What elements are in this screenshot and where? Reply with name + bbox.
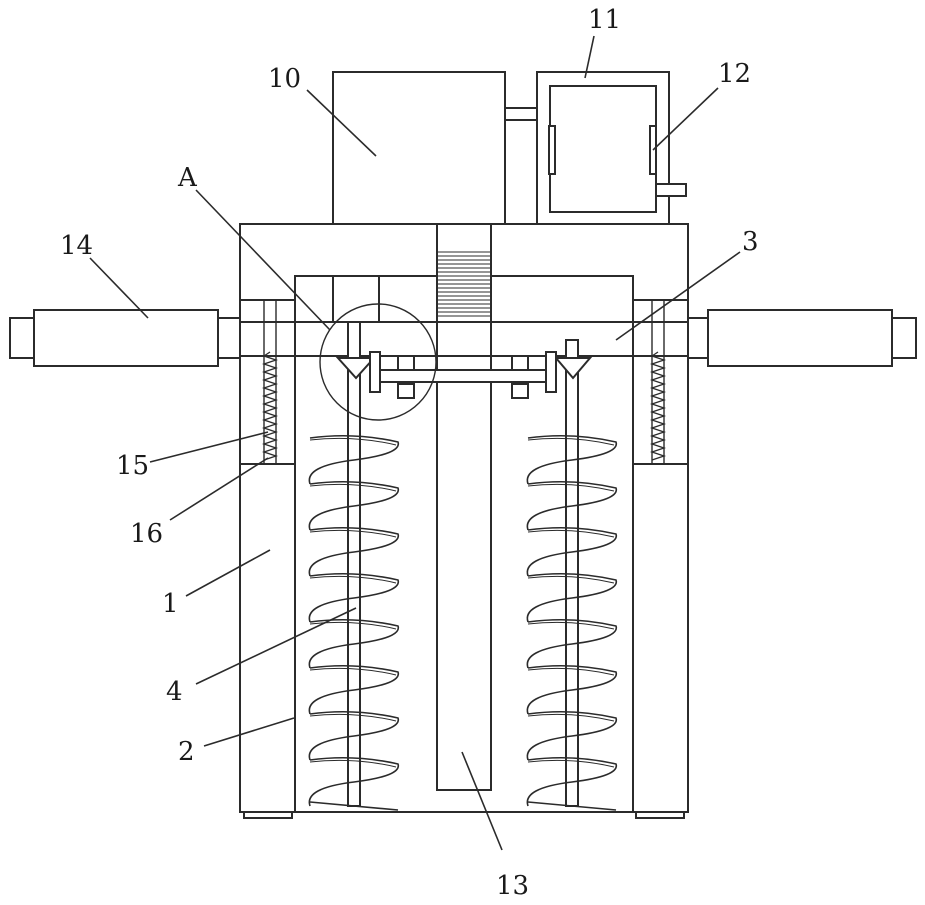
label-10: 10 bbox=[268, 64, 301, 94]
side-knob bbox=[656, 184, 686, 196]
inner-box bbox=[550, 86, 656, 212]
label-4: 4 bbox=[166, 677, 183, 707]
right-gear-disc bbox=[546, 352, 556, 392]
left-slot bbox=[549, 126, 555, 174]
label-12: 12 bbox=[718, 59, 751, 89]
label-16: 16 bbox=[130, 519, 163, 549]
left-gear-disc bbox=[370, 352, 380, 392]
label-A: A bbox=[177, 163, 198, 193]
left-handle bbox=[34, 310, 218, 366]
left-shaft bbox=[348, 322, 360, 806]
label-11: 11 bbox=[588, 5, 621, 35]
left-handle-cap bbox=[10, 318, 34, 358]
right-handle bbox=[708, 310, 892, 366]
left-foot bbox=[244, 812, 292, 818]
central-column bbox=[437, 224, 491, 790]
motor-box bbox=[333, 72, 505, 224]
label-15: 15 bbox=[116, 451, 149, 481]
label-3: 3 bbox=[742, 227, 759, 257]
label-2: 2 bbox=[178, 737, 195, 767]
right-handle-neck bbox=[688, 318, 708, 358]
label-13: 13 bbox=[496, 871, 529, 901]
label-1: 1 bbox=[162, 589, 179, 619]
top-block-left bbox=[333, 276, 379, 322]
label-14: 14 bbox=[60, 231, 93, 261]
left-handle-neck bbox=[218, 318, 240, 358]
right-foot bbox=[636, 812, 684, 818]
column-crosspart bbox=[437, 322, 491, 356]
right-handle-cap bbox=[892, 318, 916, 358]
drive-rod bbox=[380, 370, 546, 382]
